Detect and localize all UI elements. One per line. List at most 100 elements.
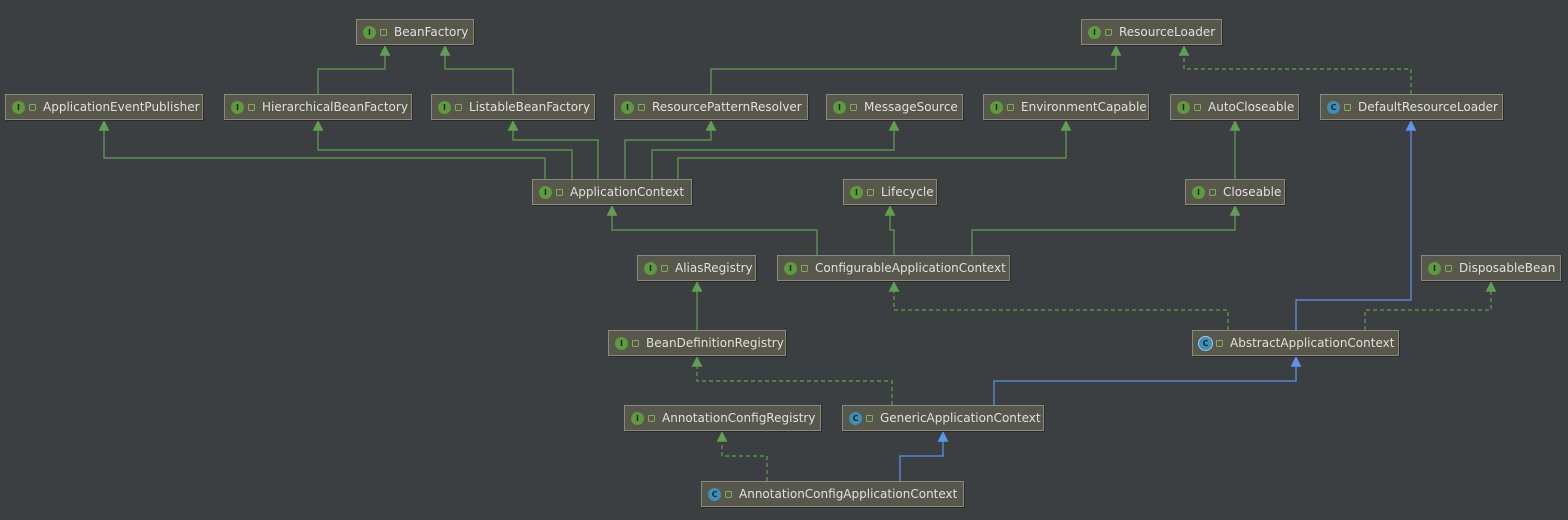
edge-ApplicationContext-to-MessageSource bbox=[651, 120, 900, 179]
node-label: HierarchicalBeanFactory bbox=[262, 100, 408, 114]
node-label: ConfigurableApplicationContext bbox=[815, 261, 1006, 275]
interface-icon: I bbox=[1192, 185, 1205, 199]
public-visibility-icon bbox=[1209, 188, 1216, 196]
edge-GenericApplicationContext-to-AbstractApplicationContext bbox=[993, 356, 1302, 405]
node-MessageSource[interactable]: I MessageSource bbox=[826, 94, 963, 120]
node-label: ListableBeanFactory bbox=[469, 100, 591, 114]
node-label: AliasRegistry bbox=[675, 261, 753, 275]
edge-ResourcePatternResolver-to-ResourceLoader bbox=[710, 45, 1122, 94]
interface-icon: I bbox=[850, 185, 863, 199]
node-label: BeanFactory bbox=[394, 25, 469, 39]
public-visibility-icon bbox=[556, 188, 563, 196]
interface-icon: I bbox=[784, 261, 797, 275]
public-visibility-icon bbox=[248, 103, 255, 111]
node-BeanDefinitionRegistry[interactable]: I BeanDefinitionRegistry bbox=[608, 330, 786, 356]
node-AutoCloseable[interactable]: I AutoCloseable bbox=[1170, 94, 1299, 120]
abstract-class-icon: C bbox=[1199, 336, 1212, 350]
public-visibility-icon bbox=[661, 264, 668, 272]
node-label: BeanDefinitionRegistry bbox=[646, 336, 784, 350]
class-icon: C bbox=[1327, 100, 1340, 114]
node-ApplicationContext[interactable]: I ApplicationContext bbox=[532, 179, 692, 205]
class-icon: C bbox=[708, 487, 721, 501]
edge-ApplicationContext-to-ListableBeanFactory bbox=[507, 120, 599, 179]
edge-HierarchicalBeanFactory-to-BeanFactory bbox=[317, 45, 391, 94]
node-AbstractApplicationContext[interactable]: C AbstractApplicationContext bbox=[1192, 330, 1399, 356]
public-visibility-icon bbox=[638, 103, 645, 111]
interface-icon: I bbox=[363, 25, 376, 39]
edge-ListableBeanFactory-to-BeanFactory bbox=[439, 45, 514, 94]
edge-AbstractApplicationContext-to-DisposableBean bbox=[1364, 281, 1497, 330]
public-visibility-icon bbox=[1007, 103, 1014, 111]
interface-icon: I bbox=[833, 100, 846, 114]
node-label: EnvironmentCapable bbox=[1021, 100, 1147, 114]
public-visibility-icon bbox=[1445, 264, 1452, 272]
node-EnvironmentCapable[interactable]: I EnvironmentCapable bbox=[983, 94, 1149, 120]
public-visibility-icon bbox=[850, 103, 857, 111]
public-visibility-icon bbox=[1344, 103, 1351, 111]
node-ListableBeanFactory[interactable]: I ListableBeanFactory bbox=[431, 94, 595, 120]
edge-AbstractApplicationContext-to-DefaultResourceLoader bbox=[1295, 120, 1417, 330]
interface-icon: I bbox=[12, 100, 25, 114]
node-ResourcePatternResolver[interactable]: I ResourcePatternResolver bbox=[614, 94, 808, 120]
node-label: DefaultResourceLoader bbox=[1358, 100, 1498, 114]
node-label: ResourceLoader bbox=[1119, 25, 1216, 39]
public-visibility-icon bbox=[1216, 339, 1223, 347]
node-label: MessageSource bbox=[864, 100, 958, 114]
edge-AbstractApplicationContext-to-ConfigurableApplicationContext bbox=[888, 281, 1229, 330]
node-BeanFactory[interactable]: I BeanFactory bbox=[356, 19, 474, 45]
edge-ApplicationContext-to-HierarchicalBeanFactory bbox=[312, 120, 573, 179]
node-label: AnnotationConfigRegistry bbox=[662, 411, 816, 425]
public-visibility-icon bbox=[380, 28, 387, 36]
public-visibility-icon bbox=[1105, 28, 1112, 36]
public-visibility-icon bbox=[801, 264, 808, 272]
node-label: ResourcePatternResolver bbox=[652, 100, 802, 114]
interface-icon: I bbox=[631, 411, 644, 425]
edge-ConfigurableApplicationContext-to-ApplicationContext bbox=[606, 205, 818, 255]
node-AliasRegistry[interactable]: I AliasRegistry bbox=[637, 255, 756, 281]
interface-icon: I bbox=[231, 100, 244, 114]
node-AnnotationConfigRegistry[interactable]: I AnnotationConfigRegistry bbox=[624, 405, 821, 431]
edge-DefaultResourceLoader-to-ResourceLoader bbox=[1178, 45, 1412, 94]
edge-ApplicationContext-to-EnvironmentCapable bbox=[677, 120, 1072, 179]
node-AnnotationConfigApplicationContext[interactable]: C AnnotationConfigApplicationContext bbox=[701, 481, 964, 507]
node-label: Closeable bbox=[1223, 185, 1282, 199]
node-Lifecycle[interactable]: I Lifecycle bbox=[843, 179, 937, 205]
edge-GenericApplicationContext-to-BeanDefinitionRegistry bbox=[691, 356, 893, 405]
node-Closeable[interactable]: I Closeable bbox=[1185, 179, 1285, 205]
edge-ApplicationContext-to-ApplicationEventPublisher bbox=[98, 120, 546, 179]
node-label: AbstractApplicationContext bbox=[1230, 336, 1395, 350]
edge-ApplicationContext-to-ResourcePatternResolver bbox=[624, 120, 717, 179]
interface-icon: I bbox=[539, 185, 552, 199]
node-DefaultResourceLoader[interactable]: C DefaultResourceLoader bbox=[1320, 94, 1503, 120]
interface-icon: I bbox=[438, 100, 451, 114]
node-HierarchicalBeanFactory[interactable]: I HierarchicalBeanFactory bbox=[224, 94, 412, 120]
interface-icon: I bbox=[615, 336, 628, 350]
interface-icon: I bbox=[1177, 100, 1190, 114]
edge-ConfigurableApplicationContext-to-Closeable bbox=[971, 205, 1241, 255]
edge-AnnotationConfigApplicationContext-to-AnnotationConfigRegistry bbox=[716, 431, 768, 481]
node-DisposableBean[interactable]: I DisposableBean bbox=[1421, 255, 1561, 281]
class-icon: C bbox=[849, 411, 862, 425]
node-label: AnnotationConfigApplicationContext bbox=[739, 487, 958, 501]
node-label: Lifecycle bbox=[881, 185, 934, 199]
interface-icon: I bbox=[621, 100, 634, 114]
node-label: ApplicationEventPublisher bbox=[43, 100, 200, 114]
node-label: DisposableBean bbox=[1459, 261, 1556, 275]
public-visibility-icon bbox=[1194, 103, 1201, 111]
public-visibility-icon bbox=[455, 103, 462, 111]
edge-AnnotationConfigApplicationContext-to-GenericApplicationContext bbox=[899, 431, 949, 481]
node-label: ApplicationContext bbox=[570, 185, 685, 199]
node-ApplicationEventPublisher[interactable]: I ApplicationEventPublisher bbox=[5, 94, 203, 120]
node-GenericApplicationContext[interactable]: C GenericApplicationContext bbox=[842, 405, 1044, 431]
public-visibility-icon bbox=[632, 339, 639, 347]
interface-icon: I bbox=[1428, 261, 1441, 275]
node-ConfigurableApplicationContext[interactable]: I ConfigurableApplicationContext bbox=[777, 255, 1010, 281]
node-label: AutoCloseable bbox=[1208, 100, 1295, 114]
node-label: GenericApplicationContext bbox=[880, 411, 1041, 425]
interface-icon: I bbox=[990, 100, 1003, 114]
public-visibility-icon bbox=[725, 490, 732, 498]
interface-icon: I bbox=[644, 261, 657, 275]
